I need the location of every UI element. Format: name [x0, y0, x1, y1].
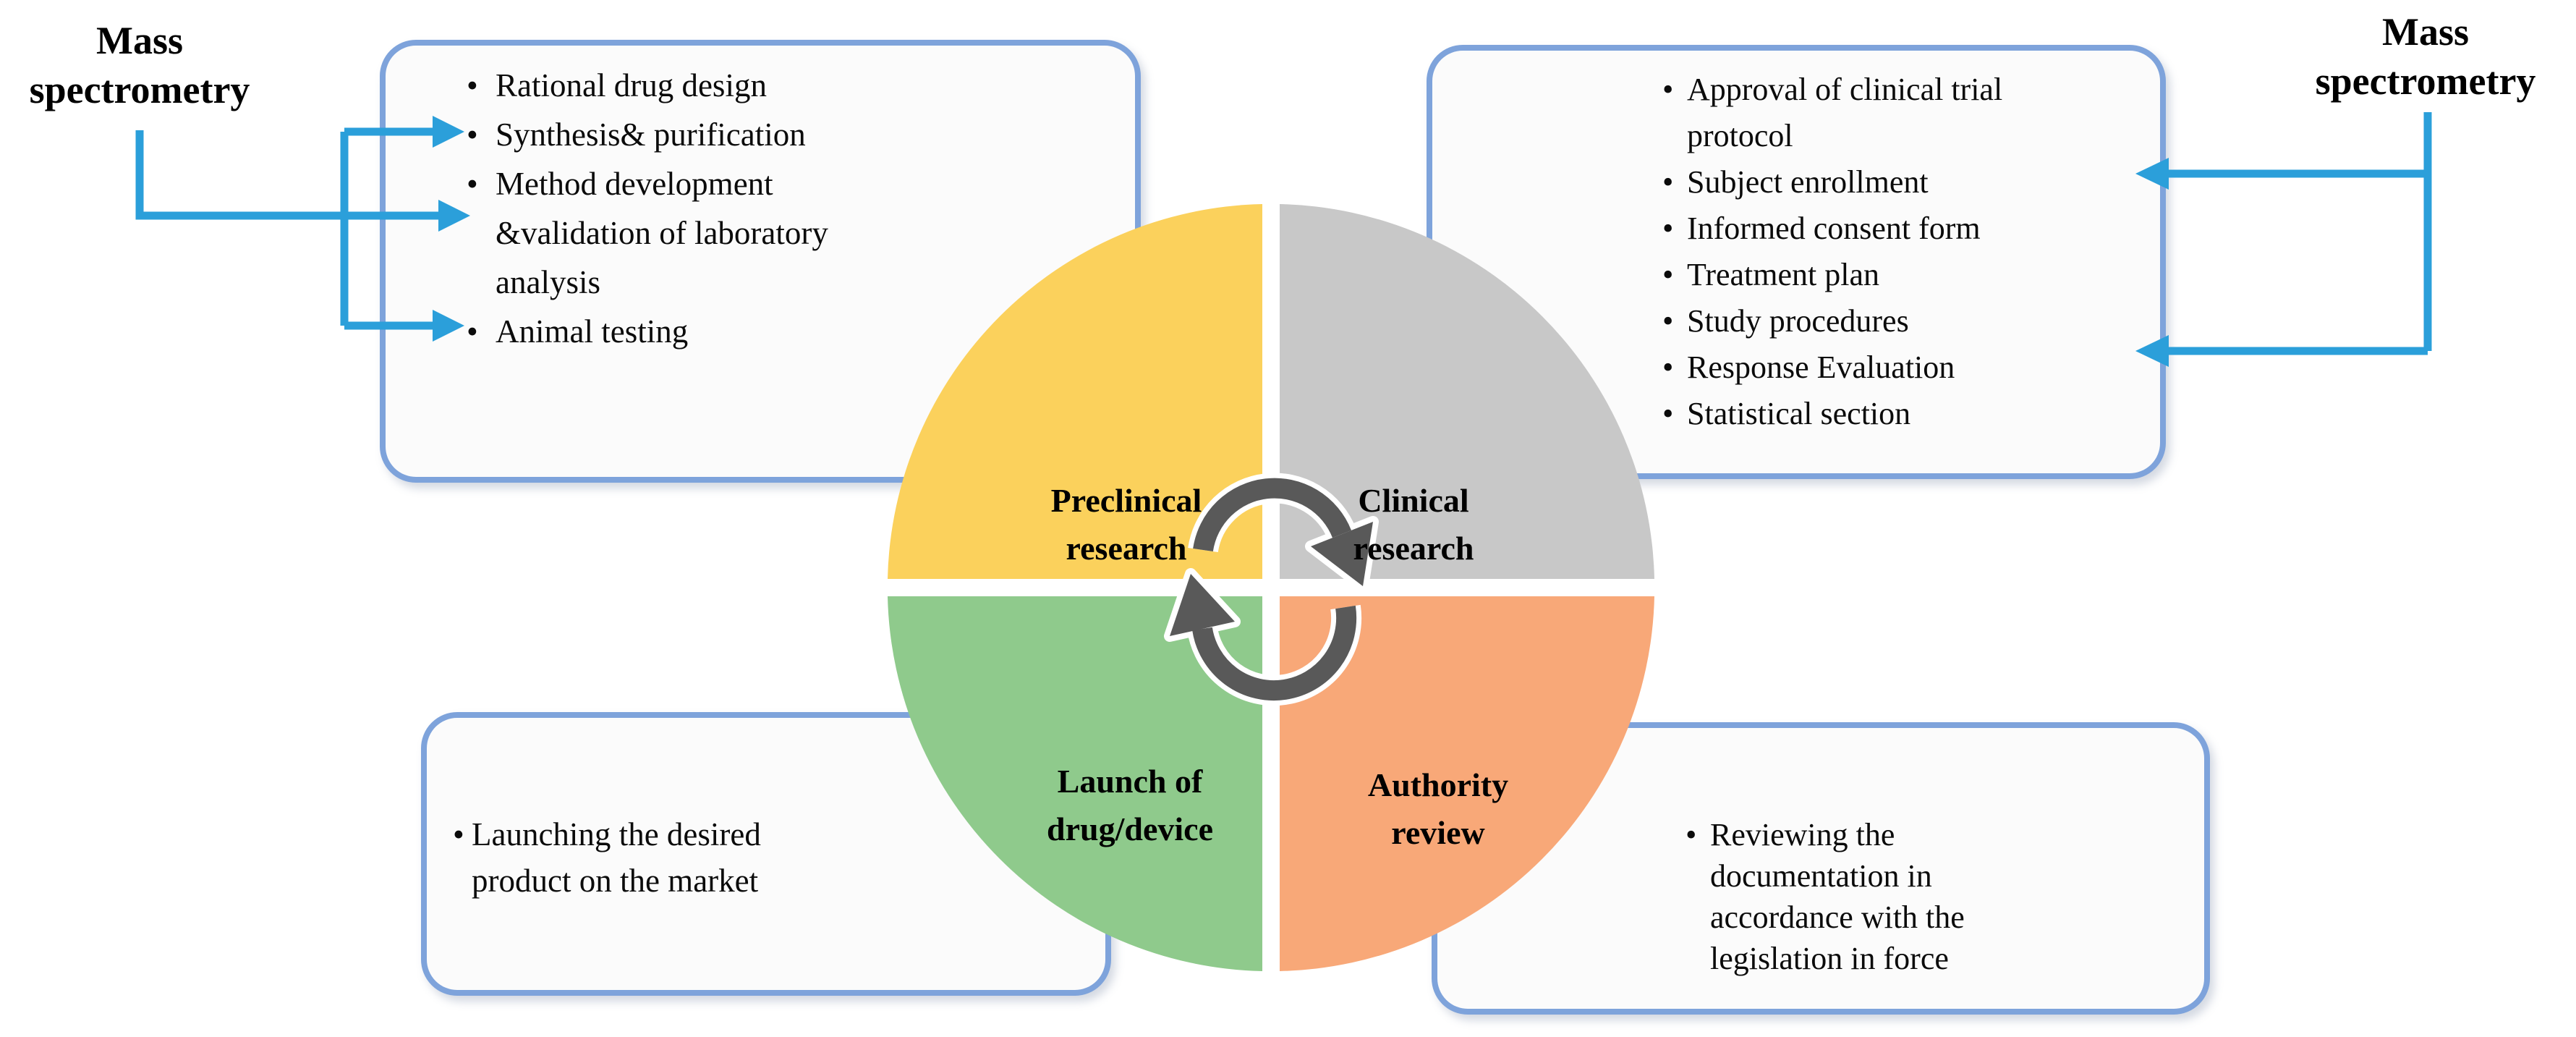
bullet-item-text: protocol: [1687, 118, 1793, 153]
bullet-marker: •: [467, 67, 478, 103]
bullet-item: • Synthesis& purification: [467, 110, 1118, 159]
cycle-arrow-bottom: [1164, 568, 1362, 706]
bullet-item-text: Response Evaluation: [1687, 350, 1955, 385]
preclinical-notes-box: • Rational drug design • Synthesis& puri…: [380, 40, 1141, 483]
bullet-item: • Subject enrollment: [1662, 159, 2153, 206]
bullet-item-text: Synthesis& purification: [496, 117, 806, 153]
bullet-item: • Response Evaluation: [1662, 344, 2153, 391]
mass-spec-label-line: Mass: [95, 19, 183, 62]
arrowhead-icon: [438, 200, 470, 232]
bullet-item-text: Treatment plan: [1687, 257, 1879, 292]
mass-spec-right-connector: [2135, 112, 2432, 367]
bullet-item-text: Subject enrollment: [1687, 164, 1929, 200]
bullet-item: • Statistical section: [1662, 391, 2153, 437]
authority-quadrant-label: Authority review: [1368, 761, 1508, 857]
clinical-quadrant: [1280, 204, 1654, 579]
preclinical-quadrant: [888, 204, 1262, 579]
bullet-marker: •: [1662, 303, 1674, 339]
bullet-item: • Treatment plan: [1662, 252, 2153, 298]
quadrant-label-line: Authority: [1367, 766, 1509, 803]
mass-spectrometry-label-right: Mass spectrometry: [2316, 7, 2536, 106]
mass-spec-label-line: spectrometry: [2315, 59, 2536, 103]
bullet-item-text: legislation in force: [1710, 941, 1949, 976]
bullet-item-text: Launching the desired: [472, 816, 761, 852]
bullet-item-text: product on the market: [472, 863, 759, 899]
authority-quadrant: [1280, 596, 1654, 971]
mass-spec-label-line: spectrometry: [29, 68, 250, 111]
clinical-quadrant-label: Clinical research: [1353, 477, 1474, 572]
arrowhead-icon: [433, 116, 464, 148]
bullet-marker: •: [1662, 164, 1674, 200]
bullet-item-text: Rational drug design: [496, 67, 767, 103]
bullet-item: • Informed consent form: [1662, 206, 2153, 252]
bullet-item-text: documentation in: [1710, 858, 1932, 894]
quadrant-label-line: research: [1353, 530, 1474, 567]
bullet-item-text: Method development: [496, 166, 773, 202]
clinical-notes-box: • Approval of clinical trial protocol • …: [1427, 45, 2166, 479]
bullet-marker: •: [1662, 350, 1674, 385]
bullet-item-continuation: &validation of laboratory: [467, 208, 1118, 258]
bullet-item-text: analysis: [496, 264, 600, 300]
bullet-marker: •: [453, 816, 464, 852]
quadrant-label-line: research: [1066, 530, 1187, 567]
bullet-marker: •: [467, 117, 478, 153]
bullet-marker: •: [1662, 396, 1674, 431]
arrowhead-icon: [2135, 335, 2169, 367]
quadrant-label-line: Preclinical: [1050, 482, 1202, 519]
mass-spectrometry-label-left: Mass spectrometry: [30, 16, 250, 114]
bullet-marker: •: [467, 166, 478, 202]
bullet-item: • Reviewing the: [1686, 814, 2197, 855]
cycle-arrow-top: [1188, 473, 1379, 592]
bullet-item-text: Reviewing the: [1710, 817, 1895, 852]
bullet-item-continuation: legislation in force: [1686, 938, 2197, 979]
bullet-item: • Study procedures: [1662, 298, 2153, 344]
bullet-marker: •: [1662, 72, 1674, 107]
bullet-item: • Approval of clinical trial: [1662, 67, 2153, 113]
bullet-item-text: Animal testing: [496, 313, 689, 350]
bullet-marker: •: [1686, 817, 1697, 852]
bullet-item-text: &validation of laboratory: [496, 215, 828, 251]
quadrant-label-line: Launch of: [1057, 763, 1203, 800]
bullet-item-text: Informed consent form: [1687, 211, 1981, 246]
launch-quadrant: [888, 596, 1262, 971]
mass-spec-left-connector: [135, 116, 470, 342]
bullet-item-continuation: product on the market: [453, 858, 1091, 904]
bullet-item-continuation: analysis: [467, 258, 1118, 307]
bullet-marker: •: [1662, 257, 1674, 292]
quadrant-label-line: drug/device: [1047, 810, 1213, 847]
arrowhead-icon: [433, 310, 464, 342]
bullet-item-continuation: documentation in: [1686, 855, 2197, 897]
bullet-item-text: Statistical section: [1687, 396, 1911, 431]
bullet-marker: •: [467, 313, 478, 350]
launch-quadrant-label: Launch of drug/device: [1047, 758, 1213, 853]
bullet-item: • Animal testing: [467, 307, 1118, 356]
bullet-item-text: accordance with the: [1710, 900, 1965, 935]
preclinical-quadrant-label: Preclinical research: [1051, 477, 1202, 572]
mass-spec-label-line: Mass: [2381, 10, 2469, 54]
bullet-item-continuation: protocol: [1662, 113, 2153, 159]
arrowhead-icon: [2135, 158, 2169, 190]
bullet-item-text: Approval of clinical trial: [1687, 72, 2003, 107]
bullet-item: • Rational drug design: [467, 61, 1118, 110]
quadrant-label-line: Clinical: [1358, 482, 1469, 519]
quadrant-label-line: review: [1391, 814, 1485, 851]
bullet-item-text: Study procedures: [1687, 303, 1909, 339]
bullet-marker: •: [1662, 211, 1674, 246]
bullet-item: • Method development: [467, 159, 1118, 208]
bullet-item: • Launching the desired: [453, 811, 1091, 858]
bullet-item-continuation: accordance with the: [1686, 897, 2197, 938]
